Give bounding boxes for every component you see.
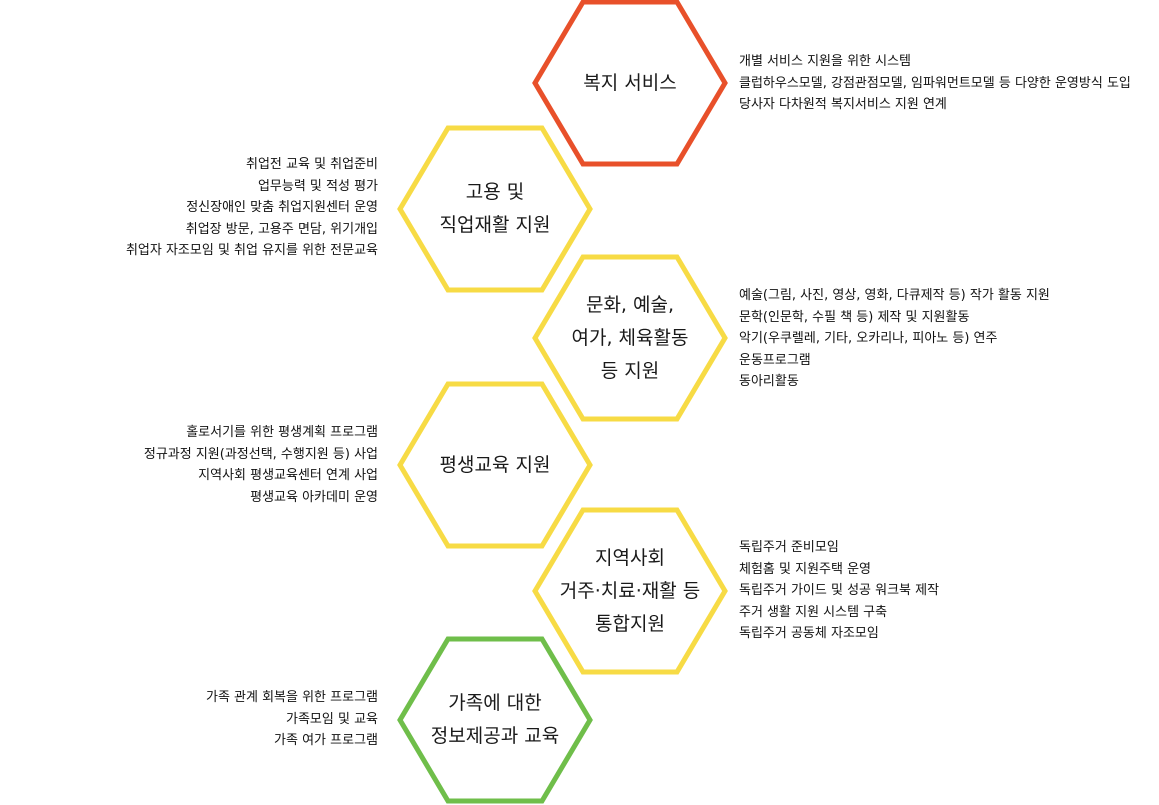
label-line: 거주·치료·재활 등 (559, 579, 701, 602)
hexagon-community-housing (532, 507, 728, 675)
label-line: 정보제공과 교육 (430, 725, 560, 747)
desc-item: 체험홈 및 지원주택 운영 (739, 561, 871, 577)
desc-item: 동아리활동 (739, 374, 799, 390)
desc-item: 독립주거 공동체 자조모임 (739, 626, 879, 642)
label-line: 고용 및 (465, 181, 525, 203)
desc-item: 개별 서비스 지원을 위한 시스템 (739, 54, 912, 69)
hexagon-employment (397, 125, 593, 293)
desc-culture-arts: 예술(그림, 사진, 영상, 영화, 다큐제작 등) 작가 활동 지원 문학(인… (739, 285, 1050, 393)
label-welfare-service: 복지 서비스 (534, 0, 726, 166)
desc-item: 취업자 자조모임 및 취업 유지를 위한 전문교육 (125, 243, 378, 259)
label-family-support: 가족에 대한 정보제공과 교육 (400, 637, 590, 803)
desc-employment: 취업전 교육 및 취업준비 업무능력 및 적성 평가 정신장애인 맞춤 취업지원… (126, 154, 378, 262)
label-line: 직업재활 지원 (439, 214, 551, 236)
desc-item: 문학(인문학, 수필 책 등) 제작 및 지원활동 (739, 309, 970, 325)
desc-item: 독립주거 준비모임 (739, 540, 839, 555)
label-line: 등 지원 (600, 359, 660, 382)
desc-welfare-service: 개별 서비스 지원을 위한 시스템 클럽하우스모델, 강점관점모델, 임파워먼트… (739, 51, 1131, 116)
desc-item: 홀로서기를 위한 평생계획 프로그램 (186, 425, 378, 440)
desc-item: 운동프로그램 (739, 352, 811, 368)
label-line: 문화, 예술, (585, 293, 675, 316)
label-line: 통합지원 (595, 612, 665, 635)
desc-item: 가족모임 및 교육 (286, 711, 378, 727)
label-line: 평생교육 지원 (439, 453, 551, 476)
desc-item: 주거 생활 지원 시스템 구축 (739, 604, 888, 620)
label-line: 가족에 대한 (448, 692, 542, 714)
desc-item: 예술(그림, 사진, 영상, 영화, 다큐제작 등) 작가 활동 지원 (739, 288, 1050, 303)
desc-item: 정규과정 지원(과정선택, 수행지원 등) 사업 (143, 446, 378, 462)
desc-item: 지역사회 평생교육센터 연계 사업 (198, 468, 378, 484)
desc-item: 정신장애인 맞춤 취업지원센터 운영 (186, 200, 378, 216)
desc-item: 취업전 교육 및 취업준비 (246, 157, 378, 172)
label-line: 여가, 체육활동 (571, 326, 689, 349)
desc-item: 가족 관계 회복을 위한 프로그램 (205, 690, 378, 705)
desc-item: 클럽하우스모델, 강점관점모델, 임파워먼트모델 등 다양한 운영방식 도입 (739, 75, 1131, 91)
desc-lifelong-education: 홀로서기를 위한 평생계획 프로그램 정규과정 지원(과정선택, 수행지원 등)… (144, 422, 378, 508)
desc-item: 당사자 다차원적 복지서비스 지원 연계 (739, 97, 947, 113)
desc-item: 평생교육 아카데미 운영 (250, 489, 378, 505)
hexagon-lifelong-education (397, 381, 593, 549)
hexagon-welfare-service (532, 0, 728, 167)
desc-item: 취업장 방문, 고용주 면담, 위기개입 (185, 221, 378, 237)
label-community-housing: 지역사회 거주·치료·재활 등 통합지원 (534, 508, 726, 674)
label-employment: 고용 및 직업재활 지원 (400, 126, 590, 292)
hexagon-culture-arts (532, 254, 728, 422)
desc-item: 가족 여가 프로그램 (274, 733, 378, 749)
label-line: 복지 서비스 (583, 71, 677, 94)
hexagon-family-support (397, 636, 593, 804)
label-lifelong-education: 평생교육 지원 (400, 382, 590, 548)
desc-community-housing: 독립주거 준비모임 체험홈 및 지원주택 운영 독립주거 가이드 및 성공 워크… (739, 537, 939, 645)
desc-item: 악기(우쿠렐레, 기타, 오카리나, 피아노 등) 연주 (739, 331, 998, 347)
label-line: 지역사회 (595, 546, 665, 569)
desc-item: 업무능력 및 적성 평가 (257, 178, 378, 194)
label-culture-arts: 문화, 예술, 여가, 체육활동 등 지원 (534, 255, 726, 421)
desc-family-support: 가족 관계 회복을 위한 프로그램 가족모임 및 교육 가족 여가 프로그램 (206, 687, 378, 752)
desc-item: 독립주거 가이드 및 성공 워크북 제작 (739, 583, 940, 599)
